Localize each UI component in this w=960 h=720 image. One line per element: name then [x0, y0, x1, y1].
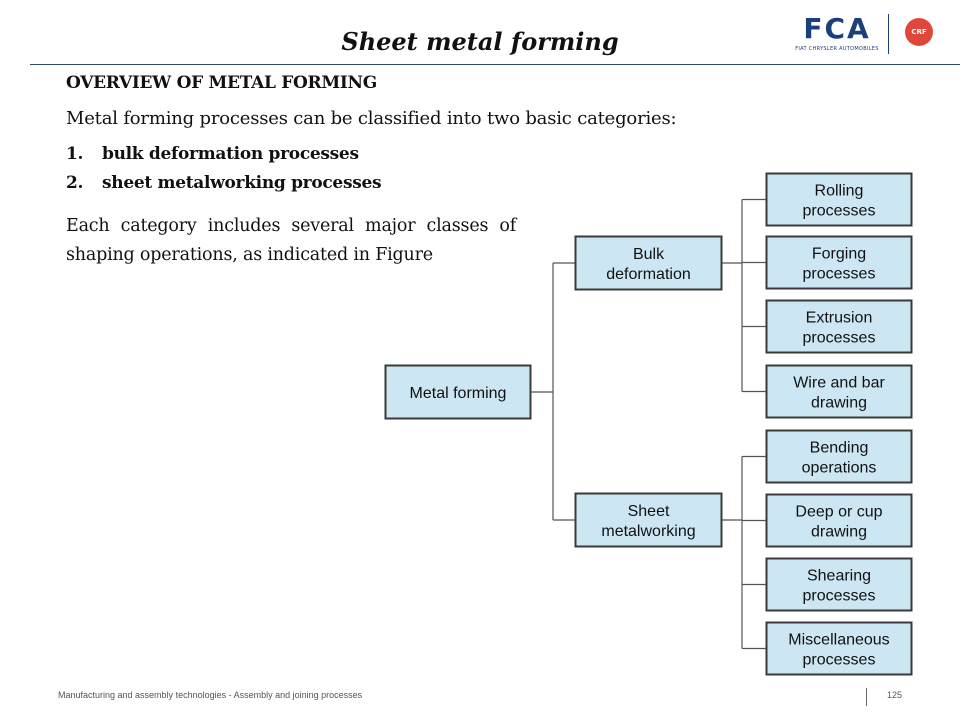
node-sheet-metalworking-label: metalworking [601, 523, 695, 540]
node-bending-operations-border [765, 429, 913, 484]
list-item: 1. bulk deformation processes [66, 140, 381, 169]
node-deep-or-cup-drawing-label: Deep or cup [795, 504, 882, 521]
intro-text: Metal forming processes can be classifie… [66, 108, 677, 129]
node-deep-or-cup-drawing-label: drawing [811, 524, 867, 541]
node-miscellaneous-processes: Miscellaneous processes [765, 621, 913, 676]
node-miscellaneous-processes-border [765, 621, 913, 676]
list-item-label: bulk deformation processes [102, 144, 359, 164]
node-bending-operations-label: Bending [810, 440, 869, 457]
node-extrusion-processes-label: Extrusion [806, 310, 873, 327]
node-bulk-deformation-label: deformation [606, 266, 691, 283]
list-item-label: sheet metalworking processes [102, 173, 382, 193]
node-wire-and-bar-drawing: Wire and bar drawing [765, 364, 913, 419]
node-wire-and-bar-drawing-border [765, 364, 913, 419]
node-forging-processes-border [765, 235, 913, 290]
node-sheet-metalworking: Sheet metalworking [574, 492, 723, 548]
list-item: 2. sheet metalworking processes [66, 169, 382, 198]
page-title: Sheet metal forming [341, 27, 619, 56]
node-rolling-processes-label: Rolling [815, 183, 864, 200]
node-sheet-metalworking-border [574, 492, 723, 548]
fca-logo-subtitle: FIAT CHRYSLER AUTOMOBILES [795, 46, 879, 52]
list-item-number: 1. [66, 144, 84, 164]
node-forging-processes: Forging processes [765, 235, 913, 290]
footer-divider [866, 688, 867, 706]
node-extrusion-processes: Extrusion processes [765, 299, 913, 354]
node-metal-forming-border [384, 364, 532, 420]
category-list: 1. bulk deformation processes 2. sheet m… [66, 140, 382, 198]
node-bending-operations-label: operations [802, 460, 877, 477]
node-deep-or-cup-drawing-border [765, 493, 913, 548]
node-metal-forming-label: Metal forming [410, 385, 507, 402]
node-miscellaneous-processes-label: Miscellaneous [788, 632, 889, 649]
node-sheet-metalworking-label: Sheet [628, 503, 670, 520]
fca-logo-wordmark: FCA [803, 12, 871, 45]
node-shearing-processes: Shearing processes [765, 557, 913, 612]
page-number: 125 [887, 690, 903, 700]
node-wire-and-bar-drawing-label: Wire and bar [793, 375, 885, 392]
crf-logo: CRF [905, 18, 933, 46]
node-shearing-processes-label: Shearing [807, 568, 871, 585]
node-bulk-deformation-label: Bulk [633, 246, 665, 263]
node-rolling-processes-label: processes [803, 203, 876, 220]
node-extrusion-processes-border [765, 299, 913, 354]
description-paragraph: Each category includes several major cla… [66, 216, 516, 265]
node-rolling-processes-border [765, 172, 913, 227]
node-shearing-processes-label: processes [803, 588, 876, 605]
section-heading: OVERVIEW OF METAL FORMING [66, 73, 377, 93]
node-wire-and-bar-drawing-label: drawing [811, 395, 867, 412]
node-rolling-processes: Rolling processes [765, 172, 913, 227]
diagram-connectors [529, 198, 768, 650]
node-deep-or-cup-drawing: Deep or cup drawing [765, 493, 913, 548]
list-item-number: 2. [66, 173, 84, 193]
footer-text: Manufacturing and assembly technologies … [58, 690, 363, 700]
node-shearing-processes-border [765, 557, 913, 612]
node-bending-operations: Bending operations [765, 429, 913, 484]
node-bulk-deformation-border [574, 235, 723, 291]
node-bulk-deformation: Bulk deformation [574, 235, 723, 291]
node-forging-processes-label: processes [803, 266, 876, 283]
node-metal-forming: Metal forming [384, 364, 532, 420]
node-miscellaneous-processes-label: processes [803, 652, 876, 669]
logo-divider [888, 14, 889, 54]
fca-logo: FCA FIAT CHRYSLER AUTOMOBILES [788, 14, 886, 54]
node-extrusion-processes-label: processes [803, 330, 876, 347]
node-forging-processes-label: Forging [812, 246, 866, 263]
header-divider [30, 64, 960, 65]
